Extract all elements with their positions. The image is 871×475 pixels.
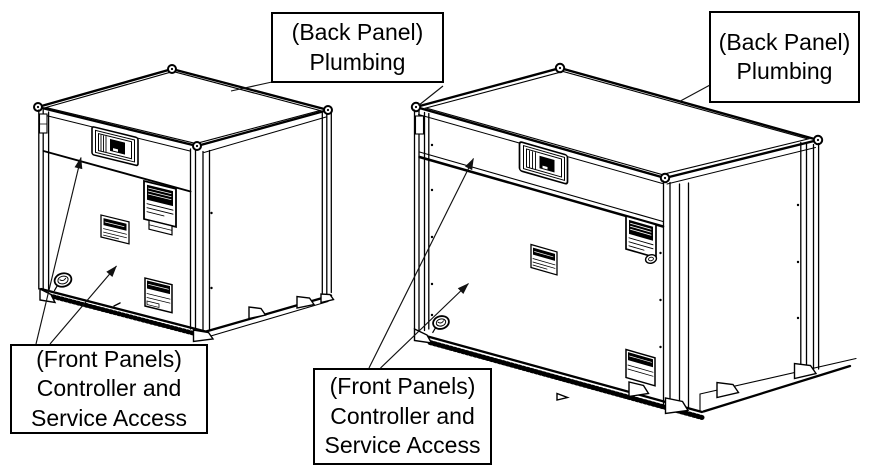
large-unit-warning-label: [625, 214, 657, 259]
large-unit-left-post: [413, 109, 434, 332]
leader-front-panels-small-lower: [49, 265, 117, 345]
leader-back-panel-small-to-large: [418, 85, 444, 106]
callout-back-panel-small-unit: (Back Panel) Plumbing: [271, 12, 444, 83]
large-unit-lower-label: [625, 348, 656, 387]
large-unit-panel-seam: [418, 155, 665, 228]
leader-front-panels-large-upper: [368, 158, 475, 369]
leader-back-panel-large: [679, 84, 711, 103]
callout-front-panels-small-unit: (Front Panels) Controller and Service Ac…: [10, 344, 208, 434]
leader-lines: [35, 81, 711, 369]
leader-front-panels-large-lower: [380, 283, 469, 369]
callout-text-line: (Front Panels): [329, 373, 476, 400]
small-unit-round-badge: [53, 272, 73, 292]
small-unit-warning-label: [143, 179, 177, 236]
leader-back-panel-small: [230, 81, 273, 92]
large-unit-base: [413, 327, 857, 420]
callout-back-panel-large-unit: (Back Panel) Plumbing: [709, 11, 860, 103]
small-unit-corner-caps: [33, 64, 333, 151]
callout-text-line: Controller and: [36, 375, 182, 402]
small-unit-front-post: [189, 148, 213, 333]
small-unit-data-label: [100, 214, 130, 245]
large-unit-data-label: [530, 243, 558, 276]
small-unit-drawing: [33, 64, 335, 343]
large-unit-drawing: [410, 62, 857, 420]
large-unit-small-badge: [644, 254, 658, 264]
large-unit-corner-caps: [410, 62, 824, 184]
large-unit-controller-display: [518, 141, 569, 185]
small-unit-lower-label: [144, 277, 173, 314]
callout-text-line: Service Access: [31, 404, 187, 431]
large-unit-round-badge: [432, 315, 450, 334]
callout-text-line: Plumbing: [309, 48, 406, 75]
callout-text-line: Service Access: [324, 432, 481, 459]
callout-text-line: Controller and: [330, 402, 475, 429]
callout-text-line: (Back Panel): [718, 28, 851, 55]
small-unit-controller-display: [91, 126, 139, 167]
callout-text-line: (Back Panel): [291, 19, 424, 46]
callout-text-line: Plumbing: [736, 58, 833, 84]
large-unit-right-post: [796, 141, 820, 373]
callout-text-line: (Front Panels): [36, 345, 182, 372]
small-unit-base: [39, 287, 335, 343]
leader-front-panels-small-upper: [35, 157, 83, 345]
small-unit-left-post: [38, 109, 50, 292]
callout-front-panels-large-unit: (Front Panels) Controller and Service Ac…: [313, 368, 492, 465]
large-unit-front-post: [659, 180, 690, 411]
small-unit-right-post: [321, 111, 332, 295]
small-unit-panel-seam: [42, 150, 192, 193]
